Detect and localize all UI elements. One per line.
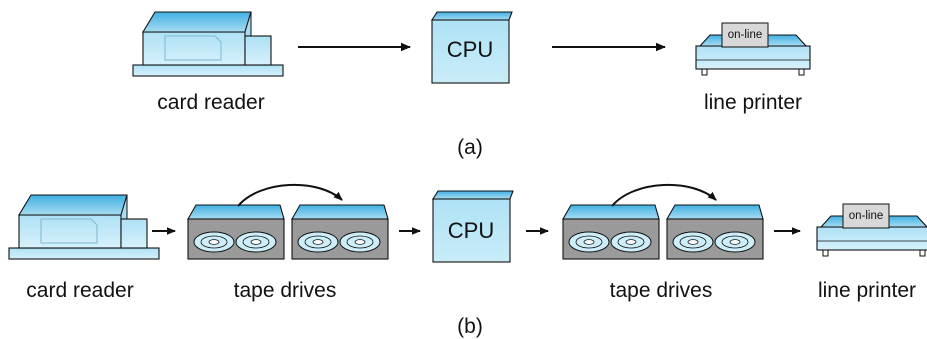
tape-drive-icon [562,204,660,260]
part-b: card reader tape drives CPU tape drives … [8,184,927,338]
tape-drive-icon [187,204,285,260]
cpu-label: CPU [447,37,493,62]
card-reader-icon [8,194,160,260]
caption-b: (b) [457,315,483,338]
printer-online-tag: on-line [849,210,884,222]
card-reader-label: card reader [26,279,133,302]
cpu-label: CPU [448,218,494,243]
card-reader-label: card reader [157,91,264,114]
tape-drive-icon [291,204,389,260]
line-printer-label: line printer [704,91,802,114]
tape-drives-right-label: tape drives [610,279,713,302]
printer-online-tag: on-line [728,29,763,41]
tape-drive-icon [666,204,764,260]
tape-drives-left-label: tape drives [234,279,337,302]
part-a: card reader CPU on-line line printer (a) [132,11,811,159]
caption-a: (a) [457,136,483,159]
line-printer-label: line printer [818,279,916,302]
tape-copy-arrow [237,184,343,207]
tape-copy-arrow [611,184,717,207]
card-reader-icon [132,11,284,77]
